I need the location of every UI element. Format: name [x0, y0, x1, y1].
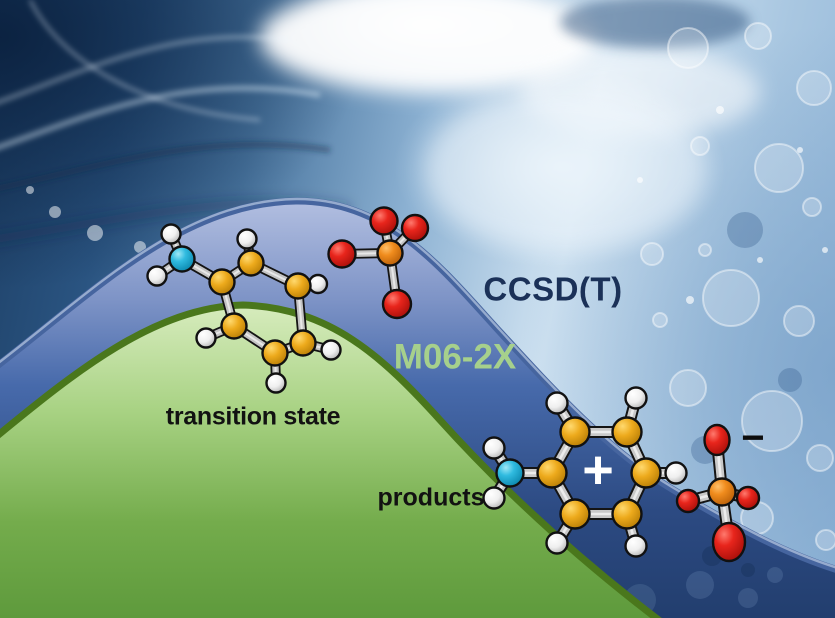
- product-anilinium-molecule: [482, 386, 688, 558]
- nitrogen-atom: [168, 245, 196, 273]
- nitrogen-atom: [495, 458, 525, 488]
- bond-highlights: [686, 439, 750, 543]
- ccsdt-method-label: CCSD(T): [483, 270, 623, 308]
- water-splash-highlights: [0, 0, 760, 250]
- m06-2x-method-label: M06-2X: [393, 337, 517, 377]
- transition-state-label: transition state: [165, 402, 341, 431]
- oxygen-atoms: [675, 423, 761, 563]
- bond-highlights: [492, 396, 678, 548]
- carbon-atoms: [208, 249, 317, 367]
- products-label: products: [377, 483, 485, 512]
- oxygen-atoms: [327, 206, 430, 320]
- cation-charge-label: +: [582, 440, 614, 500]
- ccsdt-curve-stroke: [0, 197, 835, 573]
- hydrogen-atoms: [482, 386, 688, 558]
- m06-2x-energy-curve: [0, 301, 662, 618]
- transition-state-molecule: [146, 223, 342, 394]
- carbon-atoms: [536, 416, 662, 530]
- transition-state-phosphate-molecule: [327, 206, 430, 320]
- product-phosphate-molecule: [675, 423, 761, 563]
- water-bubbles: [26, 22, 835, 551]
- phosphorus-atom: [707, 477, 737, 507]
- ccsdt-curve-highlight: [0, 197, 835, 569]
- m06-2x-curve-fill: [0, 305, 657, 618]
- bond-highlights: [341, 221, 415, 305]
- m06-2x-curve-stroke: [0, 301, 662, 618]
- hydrogen-atoms: [146, 223, 342, 394]
- phosphorus-atom: [376, 239, 404, 267]
- anion-charge-label: −: [741, 416, 765, 460]
